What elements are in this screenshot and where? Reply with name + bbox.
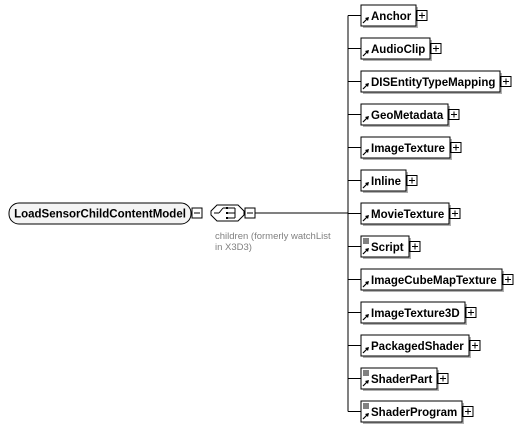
- child-element-label: Script: [371, 242, 404, 254]
- child-element-imagetexture[interactable]: ImageTexture: [360, 136, 462, 160]
- child-element-label: PackagedShader: [371, 341, 464, 353]
- reference-arrow-icon: [362, 50, 369, 57]
- child-element-label: Inline: [371, 176, 401, 188]
- root-element[interactable]: LoadSensorChildContentModel: [8, 202, 192, 225]
- element-box: [360, 235, 410, 258]
- element-box: [360, 334, 470, 357]
- root-collapse-icon[interactable]: [191, 207, 203, 219]
- choice-icon: [214, 207, 236, 219]
- reference-arrow-icon: [362, 17, 369, 24]
- expand-plus-icon[interactable]: [465, 307, 477, 318]
- choice-compositor[interactable]: [210, 204, 245, 222]
- expand-plus-icon[interactable]: [437, 373, 449, 384]
- child-element-label: GeoMetadata: [371, 110, 444, 122]
- element-box: [360, 400, 463, 423]
- reference-arrow-icon: [362, 83, 369, 90]
- annotated-reference-icon: [362, 370, 369, 387]
- expand-plus-icon[interactable]: [502, 274, 514, 285]
- expand-plus-icon[interactable]: [430, 43, 442, 54]
- expand-plus-icon[interactable]: [406, 175, 418, 186]
- expand-plus-icon[interactable]: [448, 109, 460, 120]
- element-box: [360, 70, 501, 93]
- child-element-movietexture[interactable]: MovieTexture: [360, 202, 461, 226]
- reference-arrow-icon: [362, 116, 369, 123]
- element-box: [360, 367, 438, 390]
- element-box: [360, 202, 450, 225]
- child-element-packagedshader[interactable]: PackagedShader: [360, 334, 481, 358]
- reference-arrow-icon: [362, 182, 369, 189]
- element-box: [360, 301, 466, 324]
- child-element-audioclip[interactable]: AudioClip: [360, 37, 442, 61]
- reference-arrow-icon: [362, 215, 369, 222]
- expand-plus-icon[interactable]: [449, 208, 461, 219]
- expand-plus-icon[interactable]: [469, 340, 481, 351]
- child-element-script[interactable]: Script: [360, 235, 421, 259]
- child-element-label: ShaderPart: [371, 374, 433, 386]
- group-annotation-line1: children (formerly watchList: [215, 231, 331, 242]
- expand-plus-icon[interactable]: [416, 10, 428, 21]
- child-element-label: Anchor: [371, 11, 412, 23]
- reference-arrow-icon: [362, 347, 369, 354]
- annotated-reference-icon: [362, 238, 369, 255]
- child-element-label: DISEntityTypeMapping: [371, 77, 495, 89]
- child-elements: AnchorAudioClipDISEntityTypeMappingGeoMe…: [360, 4, 514, 424]
- child-element-label: ImageTexture: [371, 143, 445, 155]
- child-element-label: AudioClip: [371, 44, 425, 56]
- child-element-shaderpart[interactable]: ShaderPart: [360, 367, 449, 391]
- element-box: [360, 268, 503, 291]
- connectors: [255, 15, 361, 412]
- child-element-disentitytypemapping[interactable]: DISEntityTypeMapping: [360, 70, 512, 94]
- expand-plus-icon[interactable]: [409, 241, 421, 252]
- child-element-label: ImageCubeMapTexture: [371, 275, 497, 287]
- child-element-imagecubemaptexture[interactable]: ImageCubeMapTexture: [360, 268, 514, 292]
- element-box: [360, 136, 451, 159]
- element-box: [360, 37, 431, 60]
- child-element-anchor[interactable]: Anchor: [360, 4, 428, 28]
- child-element-geometadata[interactable]: GeoMetadata: [360, 103, 460, 127]
- element-box: [360, 103, 449, 126]
- reference-arrow-icon: [362, 149, 369, 156]
- element-box: [360, 4, 417, 27]
- child-element-label: ImageTexture3D: [371, 308, 460, 320]
- expand-plus-icon[interactable]: [500, 76, 512, 87]
- child-element-label: MovieTexture: [371, 209, 444, 221]
- annotated-reference-icon: [362, 403, 369, 420]
- expand-plus-icon[interactable]: [450, 142, 462, 153]
- element-box: [360, 169, 407, 192]
- child-element-inline[interactable]: Inline: [360, 169, 418, 193]
- child-element-shaderprogram[interactable]: ShaderProgram: [360, 400, 474, 424]
- choice-collapse-icon[interactable]: [244, 207, 256, 219]
- child-element-label: ShaderProgram: [371, 407, 457, 419]
- root-element-label: LoadSensorChildContentModel: [14, 209, 186, 221]
- reference-arrow-icon: [362, 281, 369, 288]
- group-annotation-line2: in X3D3): [215, 242, 252, 253]
- reference-arrow-icon: [362, 314, 369, 321]
- child-element-imagetexture3d[interactable]: ImageTexture3D: [360, 301, 477, 325]
- expand-plus-icon[interactable]: [462, 406, 474, 417]
